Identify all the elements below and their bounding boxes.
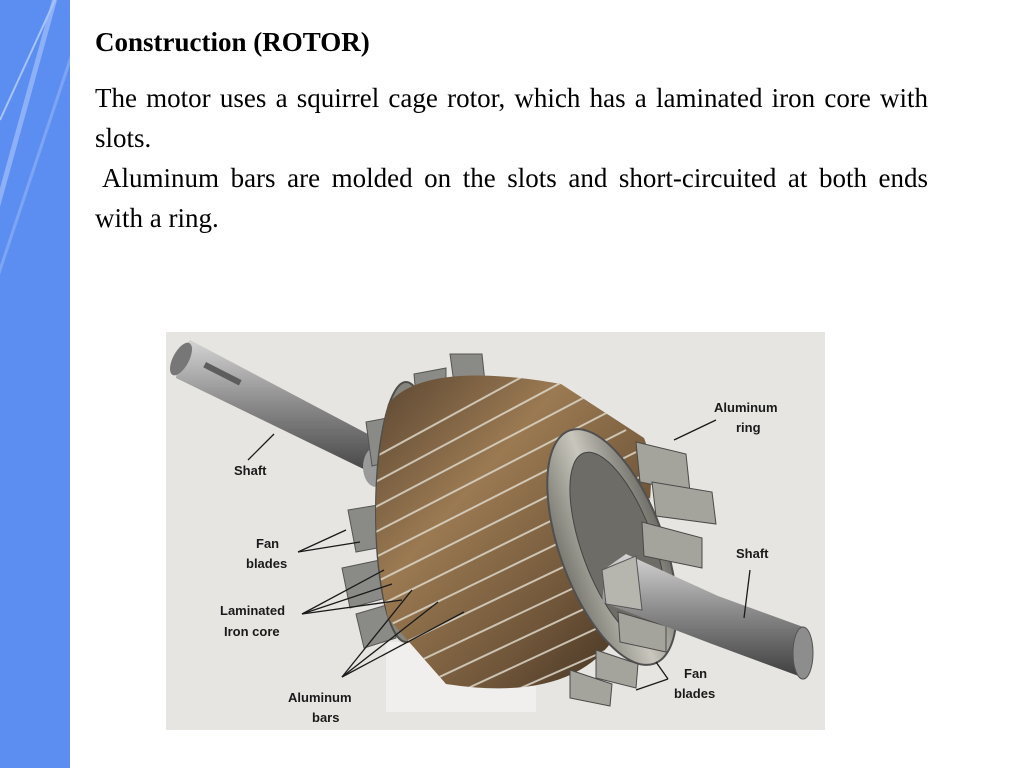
slide-body: The motor uses a squirrel cage rotor, wh…	[95, 78, 928, 238]
paragraph-aluminum-bars: Aluminum bars are molded on the slots an…	[95, 163, 928, 233]
rotor-photo: Aluminum ring Shaft Fan blades Laminated…	[166, 332, 825, 730]
label-aluminum-bars-line2: bars	[312, 710, 339, 725]
label-fan-blades-right-line2: blades	[674, 686, 715, 701]
label-aluminum-bars-line1: Aluminum	[288, 690, 352, 705]
label-shaft-left: Shaft	[234, 463, 267, 478]
right-shaft	[601, 554, 814, 680]
label-fan-blades-left-line1: Fan	[256, 536, 279, 551]
label-laminated-core-line1: Laminated	[220, 603, 285, 618]
label-fan-blades-right-line1: Fan	[684, 666, 707, 681]
label-aluminum-ring-line1: Aluminum	[714, 400, 778, 415]
label-aluminum-ring-line2: ring	[736, 420, 761, 435]
label-laminated-core-line2: Iron core	[224, 624, 280, 639]
label-shaft-right: Shaft	[736, 546, 769, 561]
right-fan-blades	[569, 441, 717, 707]
paragraph-rotor-core: The motor uses a squirrel cage rotor, wh…	[95, 83, 928, 153]
slide-title: Construction (ROTOR)	[95, 27, 370, 57]
label-fan-blades-left-line2: blades	[246, 556, 287, 571]
label-pointers	[247, 419, 751, 691]
side-decoration-bar	[0, 0, 70, 768]
